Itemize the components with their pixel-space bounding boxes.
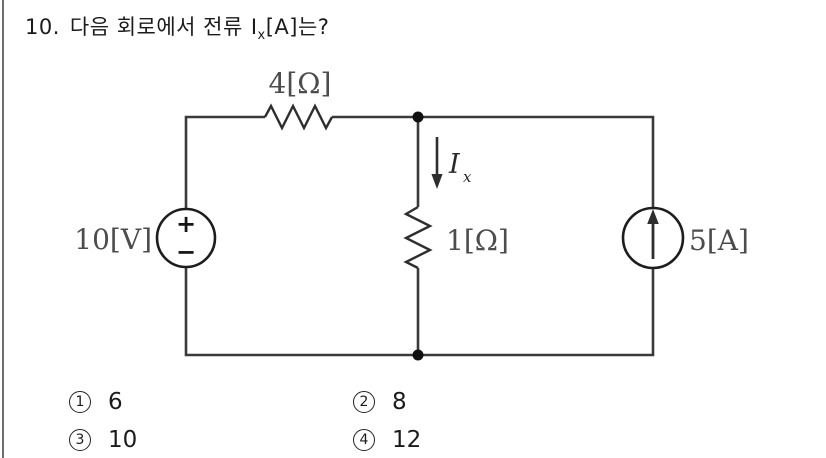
choice-4-circled-number: 4 <box>353 429 375 451</box>
column-border-line <box>2 0 4 458</box>
resistor-4ohm <box>263 103 334 131</box>
label-10v: 10[V] <box>74 223 152 256</box>
label-4ohm: 4[Ω] <box>269 67 332 100</box>
wire-top-right <box>332 115 655 208</box>
choice-option-4: 4 12 <box>353 427 421 453</box>
current-symbol: I <box>250 15 258 39</box>
wire-top-left <box>184 115 265 209</box>
question-number: 10. <box>25 15 60 39</box>
label-1ohm: 1[Ω] <box>446 224 509 257</box>
branch-current-symbol: I <box>448 149 461 180</box>
plus-sign: + <box>176 210 196 238</box>
choice-3-value: 10 <box>108 427 138 453</box>
wire-bottom <box>184 267 655 357</box>
node-dot-bottom <box>412 349 424 361</box>
label-5a: 5[A] <box>689 224 749 257</box>
choice-2-value: 8 <box>392 389 407 415</box>
choice-1-value: 6 <box>108 389 123 415</box>
choice-1-circled-number: 1 <box>69 391 91 413</box>
up-arrow-icon <box>647 209 659 259</box>
down-arrow-icon <box>431 137 443 189</box>
choice-option-1: 1 6 <box>69 389 123 415</box>
choice-option-2: 2 8 <box>353 389 407 415</box>
branch-current-subscript: x <box>463 168 472 186</box>
choice-option-3: 3 10 <box>69 427 137 453</box>
current-symbol-subscript: x <box>257 28 266 44</box>
question-line: 10. 다음 회로에서 전류 Ix[A]는? <box>25 11 330 44</box>
choice-3-circled-number: 3 <box>69 429 91 451</box>
voltage-source-circle <box>155 207 217 269</box>
question-text: 다음 회로에서 전류 <box>69 15 243 39</box>
choice-2-circled-number: 2 <box>353 391 375 413</box>
minus-sign: − <box>176 238 196 266</box>
question-text-after: [A]는? <box>265 15 330 39</box>
resistor-1ohm <box>403 205 433 270</box>
choice-4-value: 12 <box>392 427 422 453</box>
node-dot-top <box>412 111 424 123</box>
